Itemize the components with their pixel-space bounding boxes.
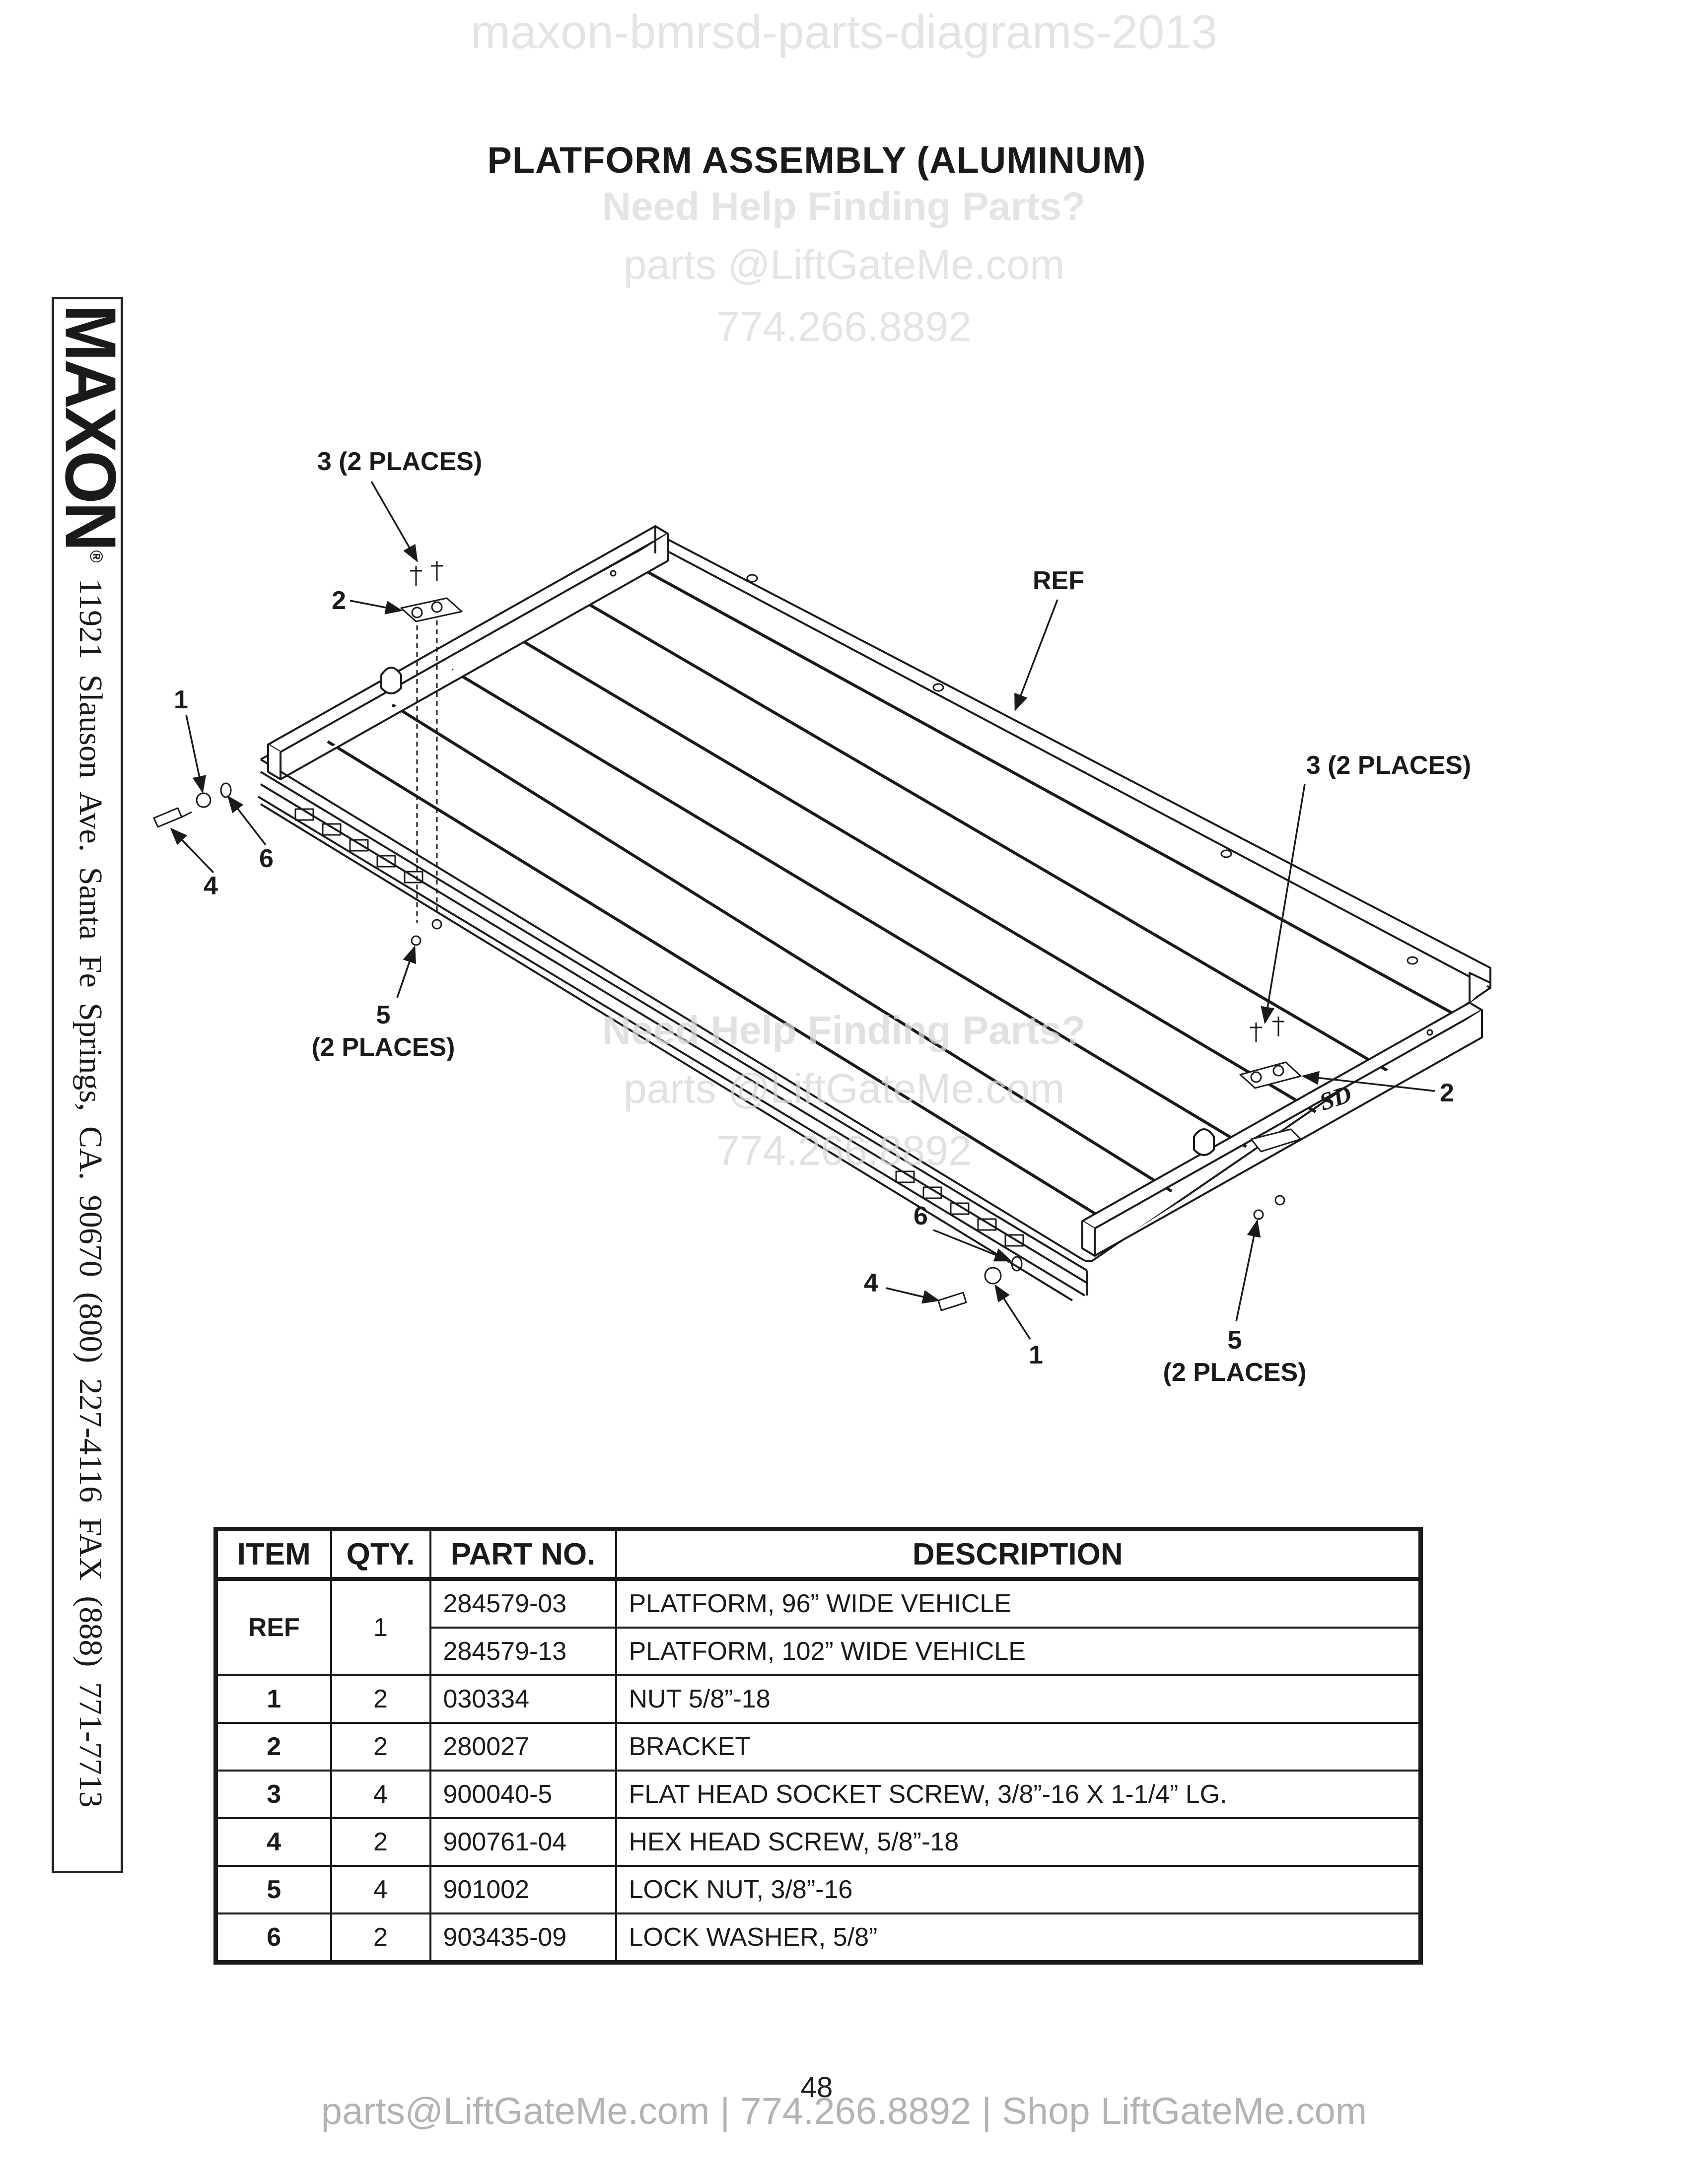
callout-5-left-places: (2 PLACES) <box>311 1033 455 1062</box>
col-description-header: DESCRIPTION <box>615 1528 1422 1581</box>
watermark-help-text: Need Help Finding Parts? <box>602 184 1086 228</box>
watermark-top: maxon-bmrsd-parts-diagrams-2013 <box>470 5 1218 59</box>
qty-cell: 2 <box>330 1912 431 1964</box>
callout-4-left: 4 <box>204 872 218 900</box>
item-cell: 2 <box>214 1722 332 1772</box>
right-bracket-hardware <box>1239 1017 1302 1220</box>
description-cell: FLAT HEAD SOCKET SCREW, 3/8”-16 X 1-1/4”… <box>615 1770 1422 1819</box>
callout-2-right: 2 <box>1440 1079 1454 1107</box>
part-number-cell: 284579-03 <box>429 1578 617 1629</box>
table-row: 284579-13 PLATFORM, 102” WIDE VEHICLE <box>216 1627 1422 1676</box>
qty-cell: 4 <box>330 1770 431 1819</box>
item-cell: 1 <box>214 1674 332 1724</box>
item-cell: 3 <box>214 1770 332 1819</box>
callout-ref: REF <box>1033 566 1084 595</box>
description-cell: LOCK WASHER, 5/8” <box>615 1912 1422 1964</box>
description-cell: NUT 5/8”-18 <box>615 1674 1422 1724</box>
callout-leaders <box>170 481 1435 1340</box>
page-title: PLATFORM ASSEMBLY (ALUMINUM) <box>487 139 1146 181</box>
part-number-cell: 901002 <box>429 1865 617 1914</box>
part-number-cell: 280027 <box>429 1722 617 1772</box>
part-number-cell: 900040-5 <box>429 1770 617 1819</box>
deck-slats <box>327 569 1471 1223</box>
item-cell: REF <box>214 1578 332 1676</box>
watermark-help-text-middle: Need Help Finding Parts? <box>602 1008 1086 1052</box>
callout-3-left: 3 (2 PLACES) <box>317 447 483 476</box>
table-row: 2 2 280027 BRACKET <box>214 1722 1422 1772</box>
item-cell: 6 <box>214 1912 332 1964</box>
table-row: 1 2 030334 NUT 5/8”-18 <box>214 1674 1422 1724</box>
table-row: 4 2 900761-04 HEX HEAD SCREW, 5/8”-18 <box>214 1817 1422 1867</box>
item-cell: 4 <box>214 1817 332 1867</box>
callout-2-left: 2 <box>332 586 346 615</box>
hinge-knuckles <box>294 808 1024 1247</box>
company-sidebar: MAXON® 11921 Slauson Ave. Santa Fe Sprin… <box>52 297 123 1873</box>
watermark-phone: 774.266.8892 <box>716 303 972 350</box>
watermark-phone-middle: 774.266.8892 <box>716 1127 972 1174</box>
description-cell: BRACKET <box>615 1722 1422 1772</box>
qty-cell: 4 <box>330 1865 431 1914</box>
callout-5-right-places: (2 PLACES) <box>1163 1358 1307 1387</box>
description-cell: PLATFORM, 102” WIDE VEHICLE <box>615 1627 1422 1676</box>
table-row: 3 4 900040-5 FLAT HEAD SOCKET SCREW, 3/8… <box>214 1770 1422 1819</box>
col-qty-header: QTY. <box>330 1528 431 1581</box>
front-hinge-rail <box>257 771 1088 1301</box>
callout-5-right: 5 <box>1227 1326 1242 1355</box>
col-item-header: ITEM <box>214 1528 332 1581</box>
left-bracket-hardware <box>400 561 463 946</box>
callout-1-left: 1 <box>174 685 188 714</box>
item-cell: 5 <box>214 1865 332 1914</box>
parts-table-header: ITEM QTY. PART NO. DESCRIPTION <box>214 1528 1422 1581</box>
page-number: 48 <box>800 2071 833 2104</box>
part-number-cell: 284579-13 <box>429 1627 617 1676</box>
part-number-cell: 903435-09 <box>429 1912 617 1964</box>
description-cell: HEX HEAD SCREW, 5/8”-18 <box>615 1817 1422 1867</box>
top-side-rail <box>267 525 669 780</box>
table-row: 5 4 901002 LOCK NUT, 3/8”-16 <box>214 1865 1422 1914</box>
callout-5-left: 5 <box>376 1001 391 1029</box>
parts-table: ITEM QTY. PART NO. DESCRIPTION REF 1 284… <box>213 1527 1423 1965</box>
rail-cams <box>380 667 1215 1156</box>
watermark-email: parts @LiftGateMe.com <box>623 241 1065 288</box>
callout-6-left: 6 <box>259 844 274 873</box>
qty-cell: 1 <box>330 1578 431 1676</box>
table-row: REF 1 284579-03 PLATFORM, 96” WIDE VEHIC… <box>214 1578 1422 1676</box>
left-pivot-hardware <box>153 782 232 828</box>
part-number-cell: 030334 <box>429 1674 617 1724</box>
callout-1-right: 1 <box>1029 1341 1043 1369</box>
description-cell: LOCK NUT, 3/8”-16 <box>615 1865 1422 1914</box>
callout-4-right: 4 <box>864 1269 878 1297</box>
col-part-header: PART NO. <box>429 1528 617 1581</box>
platform-holes <box>610 570 1433 1036</box>
qty-cell: 2 <box>330 1674 431 1724</box>
callout-3-right: 3 (2 PLACES) <box>1306 751 1472 780</box>
platform-assembly-diagram: SD <box>153 481 1491 1340</box>
description-cell: PLATFORM, 96” WIDE VEHICLE <box>615 1578 1422 1629</box>
qty-cell: 2 <box>330 1817 431 1867</box>
part-number-cell: 900761-04 <box>429 1817 617 1867</box>
qty-cell: 2 <box>330 1722 431 1772</box>
watermark-email-middle: parts @LiftGateMe.com <box>623 1065 1065 1112</box>
footer-contact-line: parts@LiftGateMe.com | 774.266.8892 | Sh… <box>321 2090 1367 2132</box>
table-row: 6 2 903435-09 LOCK WASHER, 5/8” <box>214 1912 1422 1964</box>
callout-6-right: 6 <box>914 1202 928 1230</box>
right-pivot-hardware <box>937 1256 1023 1311</box>
